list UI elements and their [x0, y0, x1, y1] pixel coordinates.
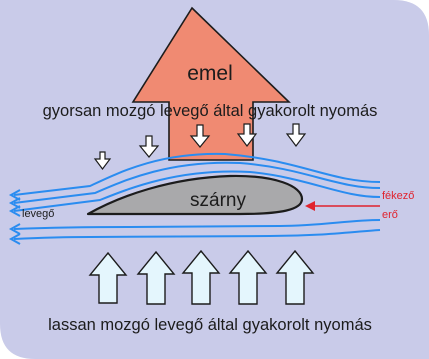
top-pressure-arrows [93, 123, 307, 170]
arrowhead-4 [8, 223, 21, 235]
airflow-lines [13, 152, 381, 240]
down-arrow-1 [93, 151, 112, 170]
bottom-pressure-arrows [88, 249, 315, 305]
arrowhead-2 [8, 197, 21, 209]
up-arrow-4 [228, 249, 268, 305]
down-arrow-2 [138, 135, 160, 158]
drag-arrowhead [305, 201, 315, 211]
lift-arrow [131, 6, 291, 161]
airflow-arrowheads [8, 189, 21, 245]
down-arrow-4 [236, 123, 258, 147]
airflow-line-3 [13, 170, 381, 212]
drag-label-line1: fékező [382, 190, 414, 202]
top-pressure-label: gyorsan mozgó levegő által gyakorolt nyo… [43, 102, 378, 120]
up-arrow-5 [275, 249, 315, 305]
arrowhead-3 [8, 205, 21, 217]
airflow-line-2 [13, 161, 381, 204]
wing [86, 174, 304, 216]
up-arrow-3 [181, 249, 221, 305]
drag-label-line2: erő [382, 209, 398, 221]
lift-label: emel [187, 62, 233, 85]
down-arrow-3 [189, 124, 211, 148]
air-label: levegő [22, 208, 54, 220]
airflow-line-5 [13, 229, 381, 240]
down-arrow-5 [285, 123, 307, 147]
drag-force: fékező erő [305, 190, 414, 221]
arrowhead-5 [8, 233, 21, 245]
wing-label: szárny [190, 190, 246, 211]
up-arrow-2 [136, 250, 176, 305]
airflow-line-1 [13, 152, 381, 196]
arrowhead-1 [8, 189, 21, 201]
bottom-pressure-label: lassan mozgó levegő által gyakorolt nyom… [48, 316, 372, 334]
airflow-line-4 [13, 219, 381, 230]
up-arrow-1 [88, 251, 128, 304]
